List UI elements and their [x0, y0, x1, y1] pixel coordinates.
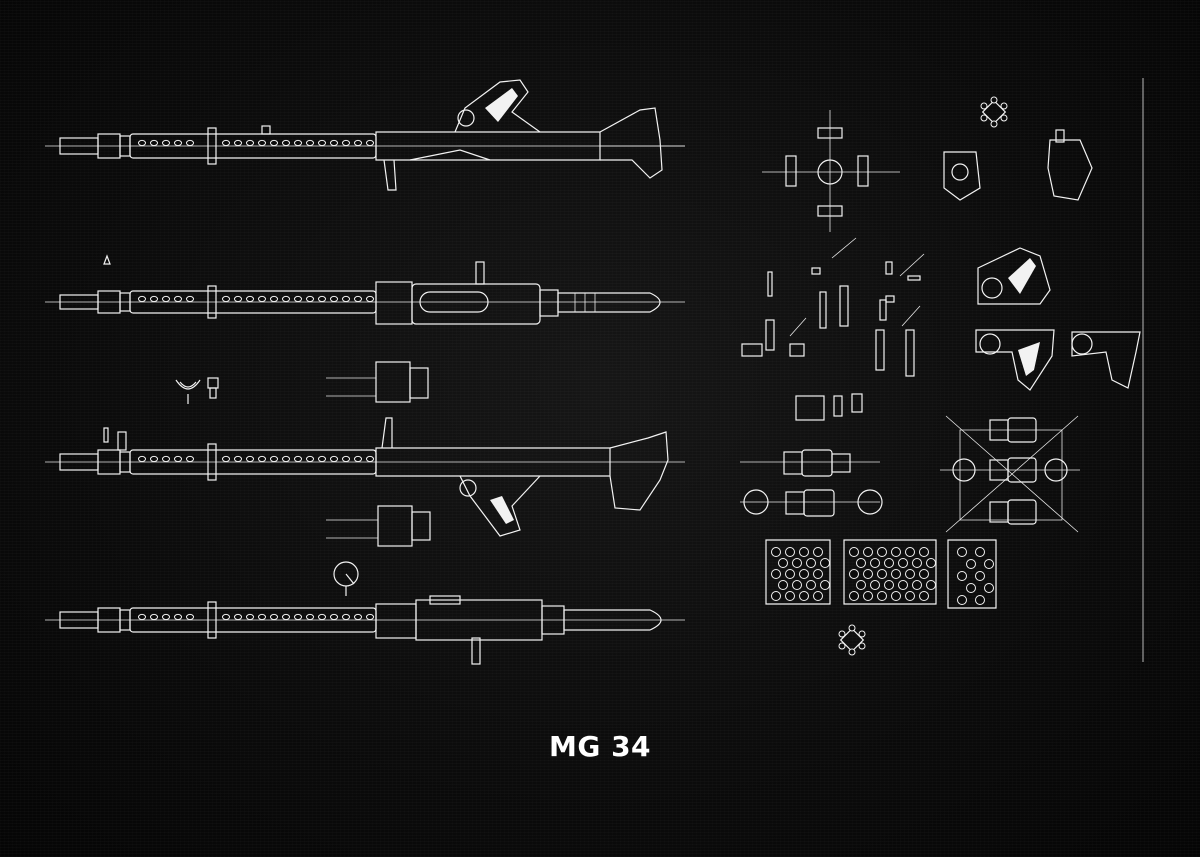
rifle-side-grip-drawing: [45, 417, 685, 537]
sight-parts-drawing: [175, 361, 431, 596]
rifle-bottom-drawing: [45, 595, 685, 665]
poster-title: MG 34: [548, 730, 652, 763]
rifle-side-stock-drawing: [45, 79, 685, 191]
rifle-top-drawing: [45, 254, 685, 325]
exploded-parts-drawing: [740, 78, 1144, 662]
